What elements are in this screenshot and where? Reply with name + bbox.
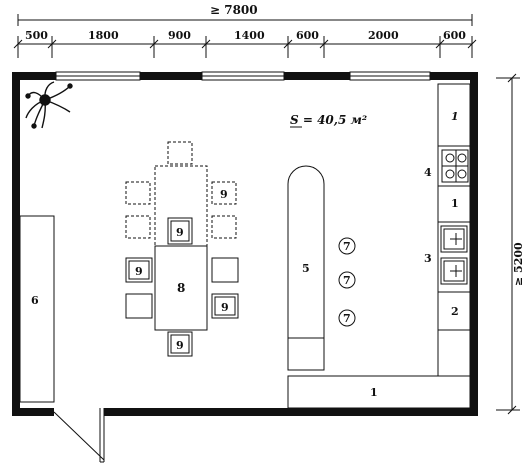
counter-mid-label: 1 xyxy=(451,197,459,210)
optional-chairs xyxy=(125,141,237,239)
chair-label-left: 9 xyxy=(135,265,143,278)
area-label: S = 40,5 м² xyxy=(290,113,367,127)
cooktop-icon xyxy=(441,149,469,183)
kitchen-island xyxy=(287,165,325,371)
cooktop-label: 4 xyxy=(424,166,432,179)
top-dimension-line xyxy=(13,14,477,58)
side-dimension-line xyxy=(496,73,520,415)
island-label: 5 xyxy=(302,262,310,275)
dim-segment-7: 600 xyxy=(443,29,466,42)
stool-label-3: 7 xyxy=(343,312,351,325)
dim-segment-4: 1400 xyxy=(234,29,265,42)
table-label: 8 xyxy=(177,281,185,295)
chair-label-bottom: 9 xyxy=(176,339,184,352)
chairs xyxy=(125,217,239,357)
chair-label-dashed: 9 xyxy=(220,188,228,201)
windows xyxy=(55,71,431,81)
bar-stools xyxy=(338,237,356,327)
counter-bottom-label: 1 xyxy=(370,386,378,399)
counter-top-label: 1 xyxy=(451,110,459,123)
dim-segment-1: 500 xyxy=(25,29,48,42)
stool-label-2: 7 xyxy=(343,274,351,287)
dining-table xyxy=(154,165,208,331)
dim-segment-2: 1800 xyxy=(88,29,119,42)
walls xyxy=(12,72,478,416)
chair-label-top: 9 xyxy=(176,226,184,239)
side-height-label: ≥ 5200 xyxy=(512,242,525,286)
stool-label-1: 7 xyxy=(343,240,351,253)
dim-segment-5: 600 xyxy=(296,29,319,42)
chair-label-right: 9 xyxy=(221,301,229,314)
dishwasher-label: 2 xyxy=(451,305,459,318)
plant-icon xyxy=(25,81,73,129)
left-cabinet-label: 6 xyxy=(31,294,39,307)
sink-icon xyxy=(440,225,468,285)
door xyxy=(53,408,105,463)
left-cabinet xyxy=(19,215,55,403)
bottom-counter xyxy=(287,330,471,409)
dim-segment-6: 2000 xyxy=(368,29,399,42)
total-width-label: ≥ 7800 xyxy=(210,3,258,17)
dim-segment-3: 900 xyxy=(168,29,191,42)
sink-label: 3 xyxy=(424,252,432,265)
right-counter xyxy=(437,83,471,377)
